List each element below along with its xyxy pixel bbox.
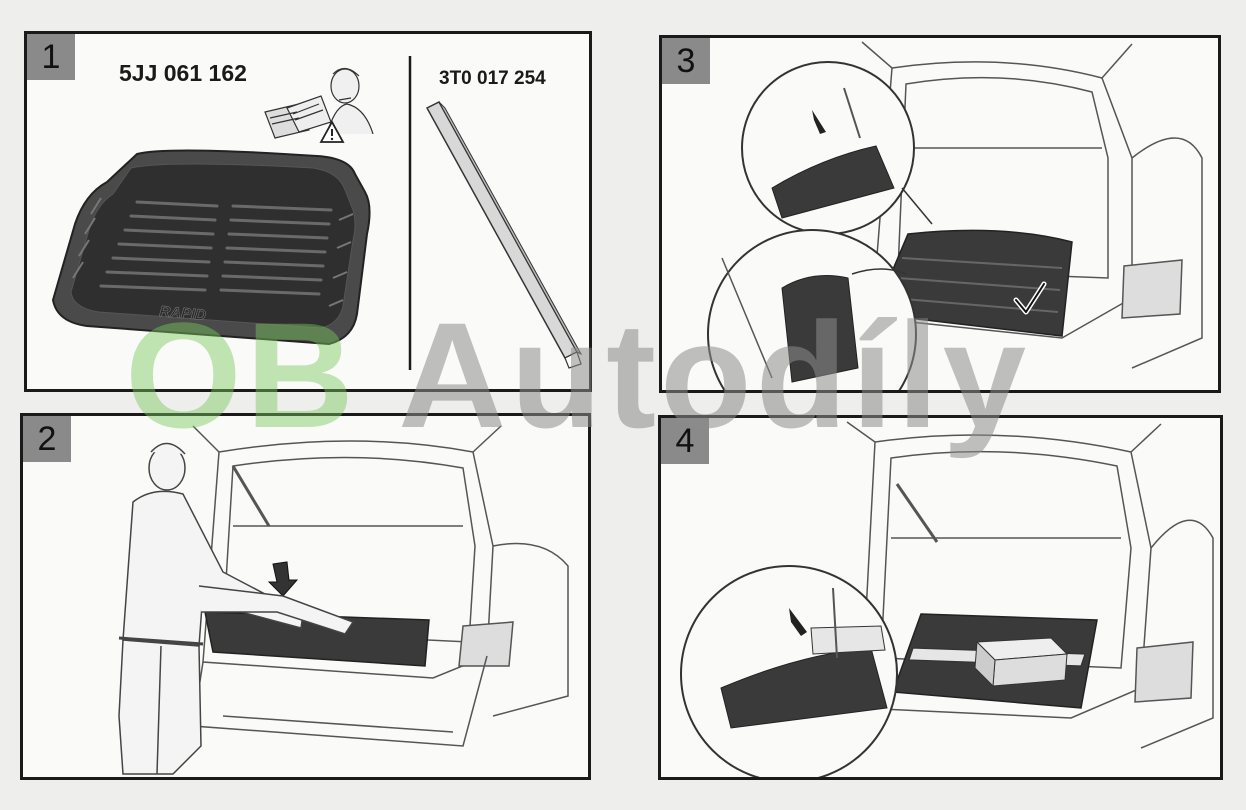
panel-number: 1 — [27, 34, 75, 80]
panel-1: 1 5JJ 061 162 3T0 017 254 — [24, 31, 592, 392]
down-arrow-icon — [267, 561, 299, 597]
luggage-mat — [204, 611, 430, 667]
panel-4: 4 — [658, 415, 1223, 780]
luggage-mat: RAPID — [51, 149, 371, 346]
down-arrow-icon — [789, 608, 807, 636]
panel-3-illustration — [707, 41, 1203, 390]
panel-1-illustration: RAPID — [51, 56, 583, 370]
panel-number: 2 — [23, 416, 71, 462]
panel-2: 2 — [20, 413, 591, 780]
manual-reading-icon — [264, 67, 374, 139]
panel-number: 3 — [662, 38, 710, 84]
bar-part-number: 3T0 017 254 — [439, 68, 546, 89]
panel-2-illustration — [118, 425, 569, 775]
mat-embossing: RAPID — [159, 303, 207, 324]
detail-zoom-lower — [707, 229, 917, 390]
panel-4-illustration — [680, 421, 1214, 777]
check-mark-icon — [1013, 281, 1047, 315]
person-figure — [118, 442, 355, 775]
loading-edge-bar — [425, 101, 583, 369]
mat-part-number: 5JJ 061 162 — [119, 60, 247, 86]
luggage-box — [974, 637, 1069, 688]
down-arrow-icon — [812, 110, 826, 134]
panel-number: 4 — [661, 418, 709, 464]
panel-3: 3 — [659, 35, 1221, 393]
detail-zoom — [680, 565, 898, 777]
warning-triangle-icon — [319, 120, 345, 143]
detail-zoom-upper — [741, 61, 933, 235]
